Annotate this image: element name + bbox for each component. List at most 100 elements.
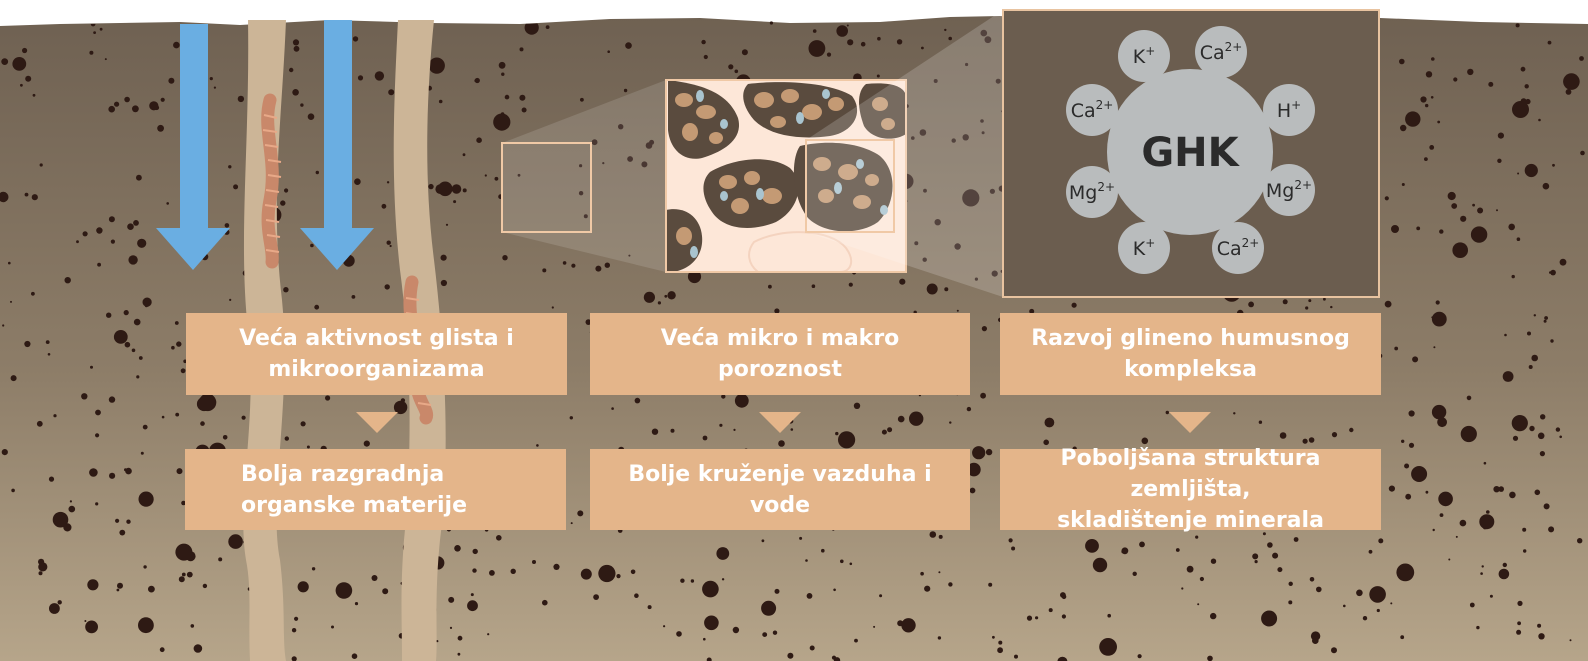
soil-particle bbox=[571, 264, 575, 268]
soil-particle bbox=[166, 202, 169, 205]
ion-k: K+ bbox=[1118, 30, 1170, 82]
soil-particle bbox=[1548, 526, 1554, 532]
soil-particle bbox=[125, 468, 132, 475]
soil-particle bbox=[998, 641, 1002, 645]
soil-particle bbox=[1207, 656, 1213, 661]
soil-particle bbox=[861, 42, 866, 47]
soil-particle bbox=[55, 521, 60, 526]
soil-particle bbox=[225, 223, 230, 228]
soil-particle bbox=[474, 79, 477, 82]
soil-particle bbox=[887, 427, 892, 432]
soil-particle bbox=[1416, 227, 1420, 231]
soil-particle bbox=[38, 562, 47, 571]
soil-particle bbox=[46, 340, 50, 344]
soil-particle bbox=[938, 571, 940, 573]
soil-particle bbox=[1517, 621, 1521, 625]
clay-humus-complex-icon: GHK K+Ca2+Ca2+H+Mg2+Mg2+K+Ca2+ bbox=[1003, 10, 1379, 297]
soil-particle bbox=[1432, 405, 1446, 419]
soil-particle bbox=[1540, 414, 1545, 419]
soil-particle bbox=[1009, 538, 1013, 542]
soil-particle bbox=[775, 589, 780, 594]
soil-particle bbox=[143, 565, 146, 568]
soil-particle bbox=[441, 280, 447, 286]
soil-particle bbox=[601, 575, 607, 581]
soil-particle bbox=[489, 570, 495, 576]
soil-particle bbox=[930, 531, 937, 538]
soil-particle bbox=[48, 353, 51, 356]
soil-particle bbox=[1233, 412, 1235, 414]
soil-particle bbox=[909, 412, 923, 426]
soil-particle bbox=[1316, 587, 1322, 593]
soil-particle bbox=[1429, 145, 1434, 150]
soil-particle bbox=[289, 68, 293, 72]
soil-particle bbox=[1283, 299, 1288, 304]
soil-particle bbox=[1522, 528, 1526, 532]
soil-particle bbox=[1534, 314, 1536, 316]
soil-particle bbox=[1512, 275, 1515, 278]
soil-particle bbox=[546, 25, 550, 29]
soil-particle bbox=[1456, 536, 1458, 538]
soil-particle bbox=[805, 559, 808, 562]
soil-particle bbox=[877, 37, 881, 41]
ion-h: H+ bbox=[1263, 84, 1315, 136]
soil-particle bbox=[108, 106, 115, 113]
soil-particle bbox=[921, 47, 924, 50]
soil-particle bbox=[1176, 548, 1180, 552]
soil-particle bbox=[799, 537, 802, 540]
result-line-1: Bolja razgradnja bbox=[241, 459, 467, 490]
soil-particle bbox=[536, 444, 539, 447]
complex-center-label: GHK bbox=[1141, 130, 1240, 176]
soil-particle bbox=[117, 589, 120, 592]
soil-particle bbox=[1277, 567, 1282, 572]
soil-particle bbox=[458, 636, 463, 641]
soil-particle bbox=[132, 105, 139, 112]
soil-particle bbox=[429, 58, 445, 74]
soil-particle bbox=[1400, 125, 1406, 131]
soil-particle bbox=[175, 413, 179, 417]
soil-particle bbox=[157, 125, 164, 132]
ion-ca: Ca2+ bbox=[1195, 26, 1247, 78]
soil-particle bbox=[833, 589, 836, 592]
soil-particle bbox=[663, 625, 665, 627]
soil-particle bbox=[49, 477, 54, 482]
soil-particle bbox=[957, 310, 959, 312]
soil-particle bbox=[1166, 411, 1169, 414]
soil-particle bbox=[938, 636, 941, 639]
soil-particle bbox=[452, 184, 462, 194]
soil-particle bbox=[1409, 443, 1414, 448]
soil-particle bbox=[1527, 332, 1531, 336]
soil-particle bbox=[1420, 96, 1426, 102]
soil-particle bbox=[631, 570, 636, 575]
soil-particle bbox=[1431, 57, 1435, 61]
soil-particle bbox=[624, 89, 627, 92]
soil-particle bbox=[522, 108, 527, 113]
soil-particle bbox=[716, 547, 729, 560]
soil-particle bbox=[519, 95, 525, 101]
soil-particle bbox=[314, 305, 319, 310]
soil-particle bbox=[496, 535, 502, 541]
soil-particle bbox=[735, 70, 739, 74]
soil-particle bbox=[813, 29, 817, 33]
soil-particle bbox=[476, 137, 482, 143]
soil-particle bbox=[124, 97, 130, 103]
soil-particle bbox=[238, 96, 244, 102]
soil-particle bbox=[358, 75, 363, 80]
soil-particle bbox=[1431, 316, 1433, 318]
soil-particle bbox=[1486, 510, 1490, 514]
soil-particle bbox=[148, 586, 155, 593]
soil-particle bbox=[53, 414, 56, 417]
soil-particle bbox=[733, 429, 735, 431]
soil-particle bbox=[742, 49, 748, 55]
soil-particle bbox=[1062, 614, 1066, 618]
soil-particle bbox=[493, 114, 510, 131]
soil-particle bbox=[438, 182, 453, 197]
soil-particle bbox=[1544, 320, 1547, 323]
soil-particle bbox=[364, 441, 370, 447]
soil-particle bbox=[1139, 542, 1145, 548]
soil-particle bbox=[471, 593, 474, 596]
soil-particle bbox=[428, 184, 433, 189]
soil-particle bbox=[39, 571, 43, 575]
soil-particle bbox=[143, 425, 148, 430]
soil-particle bbox=[1537, 624, 1541, 628]
soil-particle bbox=[1472, 204, 1475, 207]
